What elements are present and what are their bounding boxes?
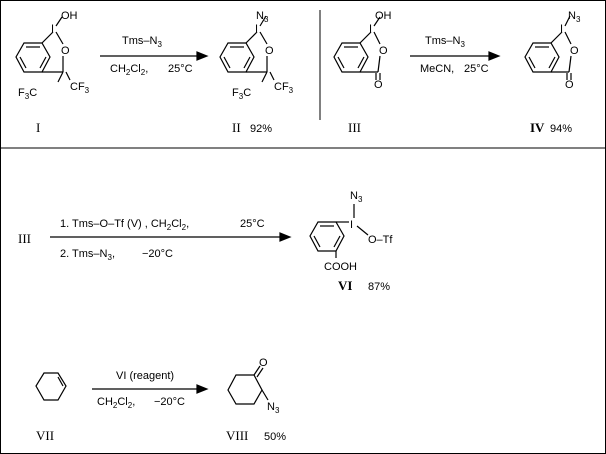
- compound-ii-label: II: [232, 120, 241, 135]
- arrow-3-step1-temperature: 25°C: [240, 218, 265, 230]
- compound-viii-structure: [227, 365, 269, 405]
- compound-i-structure: [15, 16, 71, 83]
- compound-i-oh: OH: [61, 10, 78, 22]
- compound-i-iodine: I: [51, 23, 54, 35]
- compound-iv-yield: 94%: [550, 123, 572, 135]
- compound-ii-n3: N3: [256, 10, 269, 24]
- compound-vi-otf: O–Tf: [368, 234, 393, 246]
- compound-i-cf3: CF3: [70, 81, 90, 95]
- arrow-4-solvent: CH2Cl2,: [97, 396, 135, 410]
- structures: [15, 15, 572, 405]
- arrow-1-solvent: CH2Cl2,: [110, 63, 148, 77]
- compound-iv-ring-oxygen: O: [570, 45, 579, 57]
- compound-iii-oh: OH: [375, 10, 392, 22]
- compound-i-oxygen: O: [61, 45, 70, 57]
- text-layer: OH I O F3C CF3 Tms–N3 CH2Cl2, 25°C N3 I …: [18, 10, 581, 443]
- compound-ii-iodine: I: [255, 23, 258, 35]
- compound-iv-n3: N3: [568, 10, 581, 24]
- compound-i-f3c: F3C: [18, 87, 37, 101]
- compound-viii-oxygen: O: [259, 357, 268, 369]
- compound-iv-structure: [524, 15, 572, 80]
- compound-vi-label: VI: [338, 278, 352, 293]
- compound-iii-ring-oxygen: O: [379, 45, 388, 57]
- compound-iv-label: IV: [530, 120, 545, 135]
- compound-viii-label: VIII: [226, 428, 248, 443]
- scheme3-start-label: III: [18, 231, 31, 246]
- compound-ii-f3c: F3C: [232, 87, 251, 101]
- arrow-2-solvent: MeCN,: [420, 63, 454, 75]
- compound-iv-carbonyl-oxygen: O: [565, 79, 574, 91]
- compound-ii-cf3: CF3: [274, 81, 294, 95]
- arrow-4-temperature: −20°C: [154, 396, 185, 408]
- arrow-1-reagent: Tms–N3: [122, 35, 162, 49]
- arrow-3-step1: 1. Tms–O–Tf (V) , CH2Cl2,: [60, 218, 189, 232]
- arrow-2-temperature: 25°C: [464, 63, 489, 75]
- arrow-3-step2: 2. Tms–N3,: [60, 248, 115, 262]
- compound-vi-cooh: COOH: [324, 261, 357, 273]
- arrows: [50, 51, 501, 394]
- compound-iv-iodine: I: [560, 23, 563, 35]
- arrow-2-reagent: Tms–N3: [425, 35, 465, 49]
- compound-ii-yield: 92%: [250, 123, 272, 135]
- compound-vi-n3: N3: [350, 190, 363, 204]
- compound-vi-iodine: I: [350, 219, 353, 231]
- arrow-4-reagent: VI (reagent): [116, 370, 174, 382]
- compound-iii-carbonyl-oxygen: O: [374, 79, 383, 91]
- arrow-3-step2-temperature: −20°C: [142, 248, 173, 260]
- compound-iii-structure: [333, 16, 381, 80]
- compound-vi-yield: 87%: [368, 281, 390, 293]
- compound-iii-iodine: I: [369, 23, 372, 35]
- compound-viii-yield: 50%: [264, 431, 286, 443]
- arrow-1-temperature: 25°C: [168, 63, 193, 75]
- compound-viii-n3: N3: [267, 401, 280, 415]
- compound-i-label: I: [36, 120, 40, 135]
- compound-ii-structure: [219, 15, 275, 83]
- compound-ii-oxygen: O: [265, 45, 274, 57]
- compound-iii-label: III: [348, 120, 361, 135]
- compound-vii-structure: [35, 372, 67, 401]
- compound-vii-label: VII: [36, 428, 54, 443]
- compound-vi-structure: [309, 204, 369, 258]
